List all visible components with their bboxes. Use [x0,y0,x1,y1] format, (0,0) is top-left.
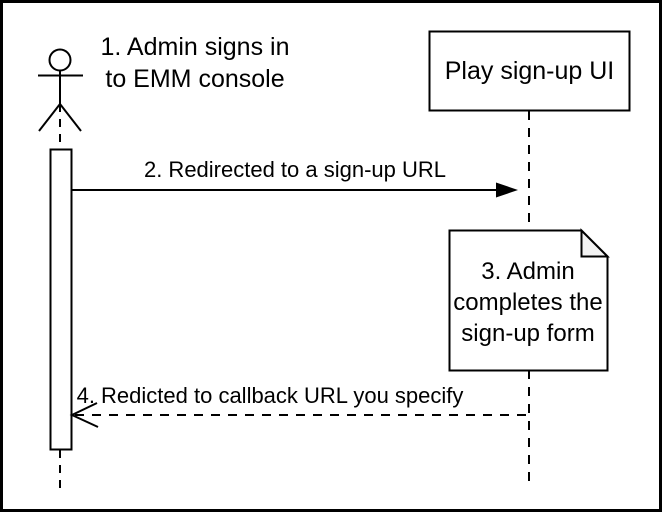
note-label-line2: completes the [453,289,603,316]
diagram-shapes-layer [38,30,631,490]
note-label-line1: 3. Admin [481,258,575,285]
actor-leg-left [38,103,61,132]
note-label: 3. Admin completes the sign-up form [449,256,607,349]
message-2-arrow [71,182,518,198]
note-outline [448,229,609,372]
participant-box [428,30,631,112]
note-label-line3: sign-up form [461,320,595,347]
actor-leg-right [59,103,82,132]
actor-activation-bar [49,148,73,451]
message-4-label: 4. Redicted to callback URL you specify [76,383,464,408]
actor-label-line1: 1. Admin signs in [100,33,290,61]
note-fold-corner [580,228,610,258]
message-2-label: 2. Redirected to a sign-up URL [143,157,447,182]
note-icon [448,228,610,372]
actor-label: 1. Admin signs in to EMM console [92,31,298,95]
message-4-arrow [69,402,529,428]
message-2-arrowhead-icon [496,182,518,198]
actor-label-line2: to EMM console [105,65,285,93]
message-4-arrowhead-icon [69,402,99,428]
actor-head [48,48,72,72]
actor-icon [38,48,83,132]
participant-label: Play sign-up UI [444,56,615,85]
